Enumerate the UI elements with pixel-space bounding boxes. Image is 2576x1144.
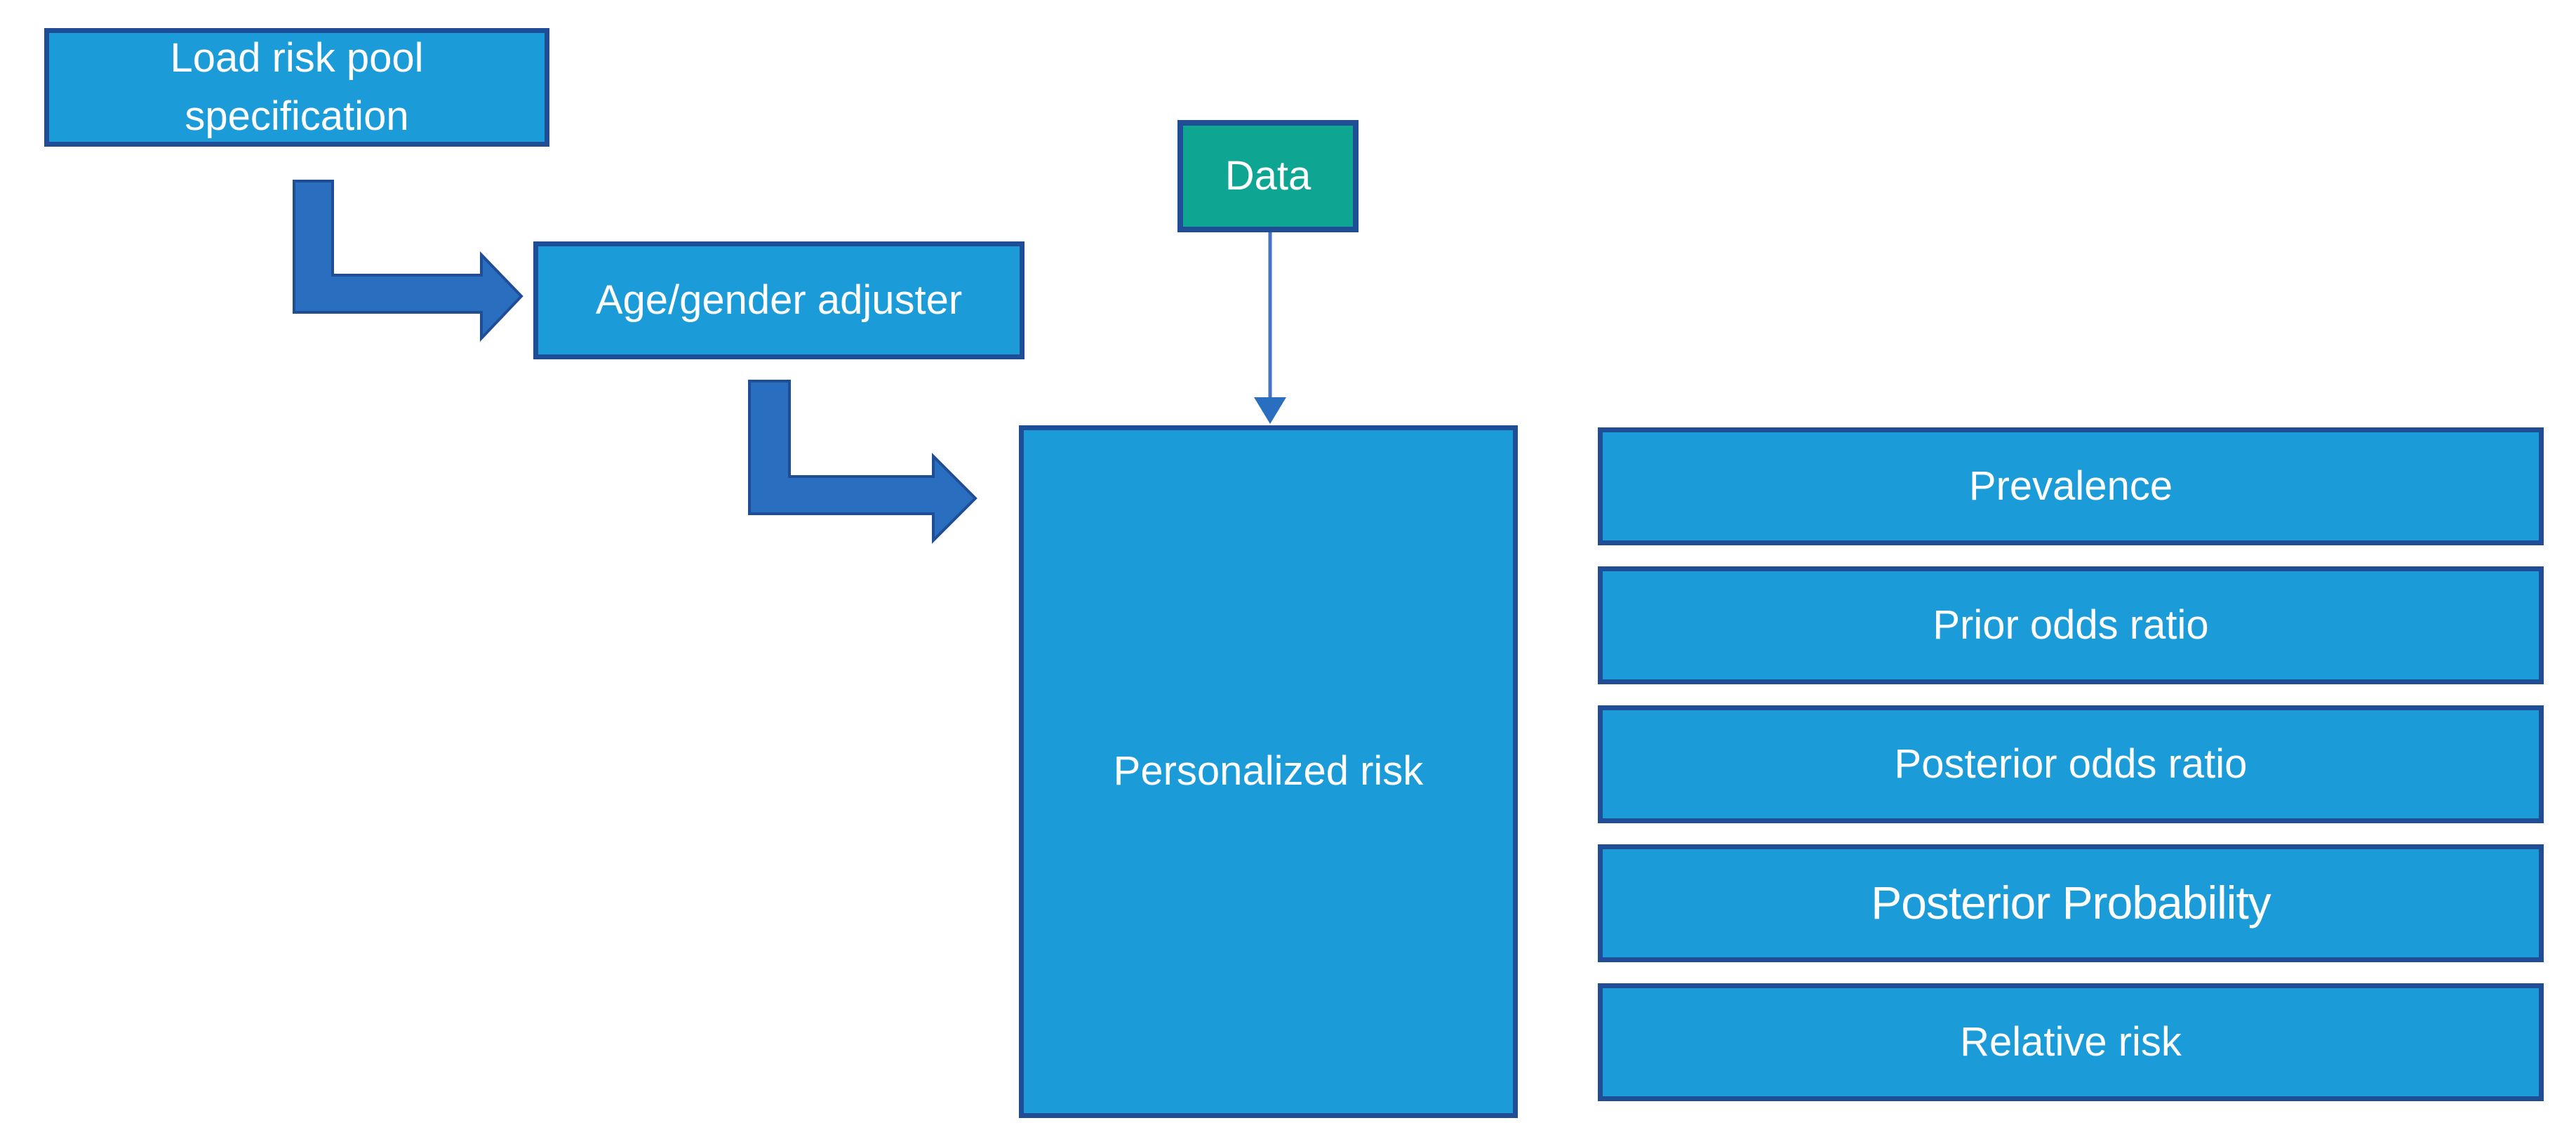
elbow-arrow-1 xyxy=(293,180,523,342)
node-age-gender-adjuster: Age/gender adjuster xyxy=(533,241,1025,359)
node-label: Posterior odds ratio xyxy=(1894,740,2248,787)
node-label: Personalized risk xyxy=(1113,748,1424,794)
data-connector-arrowhead xyxy=(1254,397,1286,424)
node-label: Relative risk xyxy=(1960,1018,2182,1065)
node-load-risk-pool-specification: Load risk pool specification xyxy=(44,28,549,147)
node-label: Age/gender adjuster xyxy=(595,277,963,323)
node-label: Prevalence xyxy=(1968,463,2173,509)
node-output-relative-risk: Relative risk xyxy=(1598,983,2544,1101)
node-label: Prior odds ratio xyxy=(1933,601,2209,648)
node-label: Posterior Probability xyxy=(1871,877,2271,929)
elbow-arrow-2 xyxy=(748,380,977,544)
node-label: Load risk pool xyxy=(170,35,424,81)
node-output-posterior-odds-ratio: Posterior odds ratio xyxy=(1598,705,2544,823)
node-output-prevalence: Prevalence xyxy=(1598,427,2544,545)
node-output-posterior-probability: Posterior Probability xyxy=(1598,844,2544,962)
node-personalized-risk: Personalized risk xyxy=(1019,425,1518,1118)
node-label: Data xyxy=(1224,152,1312,199)
node-output-prior-odds-ratio: Prior odds ratio xyxy=(1598,566,2544,684)
node-label: specification xyxy=(185,93,409,139)
node-data: Data xyxy=(1177,120,1359,232)
